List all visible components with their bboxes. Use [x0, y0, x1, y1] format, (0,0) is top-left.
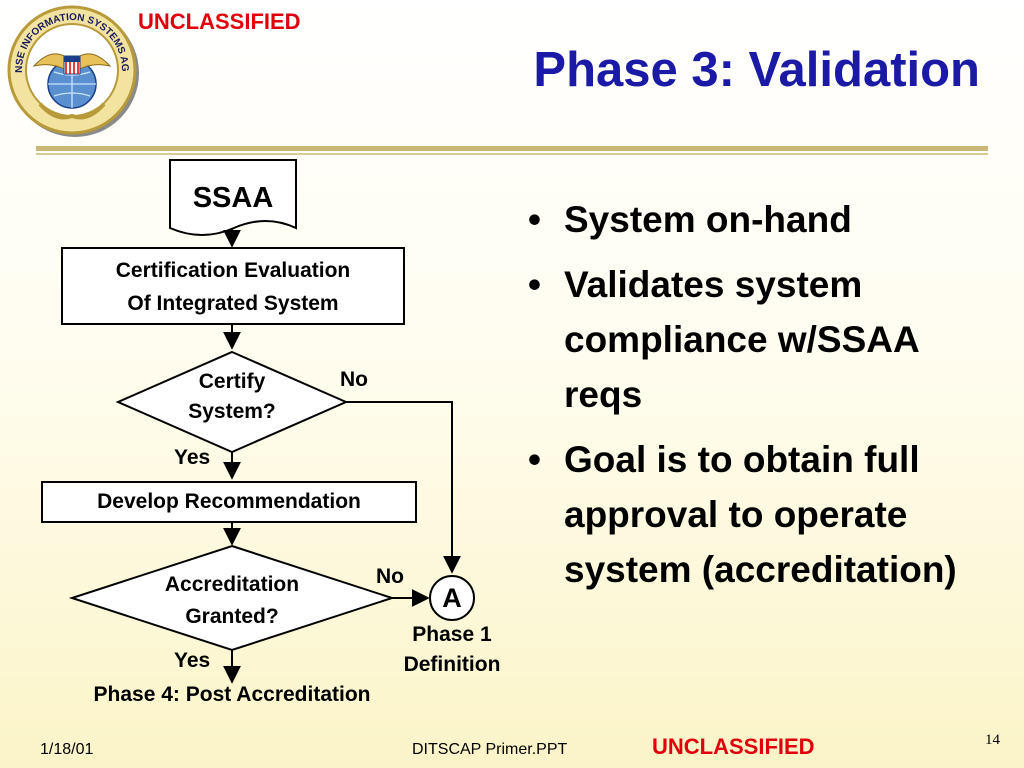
certify-yes-label: Yes: [174, 446, 211, 469]
bullet-item: • System on-hand: [528, 192, 998, 247]
bullet-marker: •: [528, 264, 541, 305]
page-title: Phase 3: Validation: [533, 43, 980, 97]
footer-date: 1/18/01: [40, 741, 94, 758]
bullet-item: • Goal is to obtain full approval to ope…: [528, 432, 998, 597]
bullet-marker: •: [528, 199, 541, 240]
ssaa-document-shape: [169, 159, 297, 236]
classification-bottom: UNCLASSIFIED: [652, 734, 815, 759]
bullet-text: System on-hand: [564, 199, 852, 240]
certify-label-line2: System?: [188, 400, 276, 423]
accreditation-label-line1: Accreditation: [164, 573, 300, 596]
bullet-marker: •: [528, 439, 541, 480]
certification-label-line1: Certification Evaluation: [115, 259, 351, 282]
title-rule-thin: [36, 153, 988, 155]
connector-caption: Phase 1 Definition: [386, 620, 518, 680]
page-number: 14: [985, 732, 1000, 748]
certification-box: [61, 247, 405, 325]
certify-label-line1: Certify: [198, 370, 266, 393]
footer-filename: DITSCAP Primer.PPT: [412, 741, 568, 758]
certify-no-label: No: [340, 368, 368, 391]
phase4-label: Phase 4: Post Accreditation: [93, 683, 371, 706]
accreditation-label-line2: Granted?: [185, 605, 279, 628]
accreditation-yes-label: Yes: [174, 649, 211, 672]
bullet-list: • System on-hand • Validates system comp…: [528, 192, 998, 607]
certify-label: Certify System?: [142, 367, 322, 427]
disa-seal-icon: DEFENSE INFORMATION SYSTEMS AGENCY: [6, 4, 139, 137]
ssaa-label: SSAA: [192, 182, 274, 214]
bullet-text: Goal is to obtain full approval to opera…: [564, 439, 957, 590]
accreditation-no-label: No: [376, 565, 404, 588]
connector-caption-line2: Definition: [403, 653, 501, 676]
recommendation-box: [41, 481, 417, 523]
connector-a-circle: [429, 575, 475, 621]
bullet-text: Validates system compliance w/SSAA reqs: [564, 264, 919, 415]
title-rule: [36, 146, 988, 151]
classification-top: UNCLASSIFIED: [138, 9, 301, 34]
connector-a-label: A: [442, 583, 462, 613]
bullet-item: • Validates system compliance w/SSAA req…: [528, 257, 998, 422]
certification-label-line2: Of Integrated System: [127, 292, 339, 315]
recommendation-label: Develop Recommendation: [97, 490, 361, 513]
accreditation-label: Accreditation Granted?: [112, 569, 352, 633]
certification-label: Certification Evaluation Of Integrated S…: [62, 254, 404, 320]
connector-caption-line1: Phase 1: [412, 623, 492, 646]
